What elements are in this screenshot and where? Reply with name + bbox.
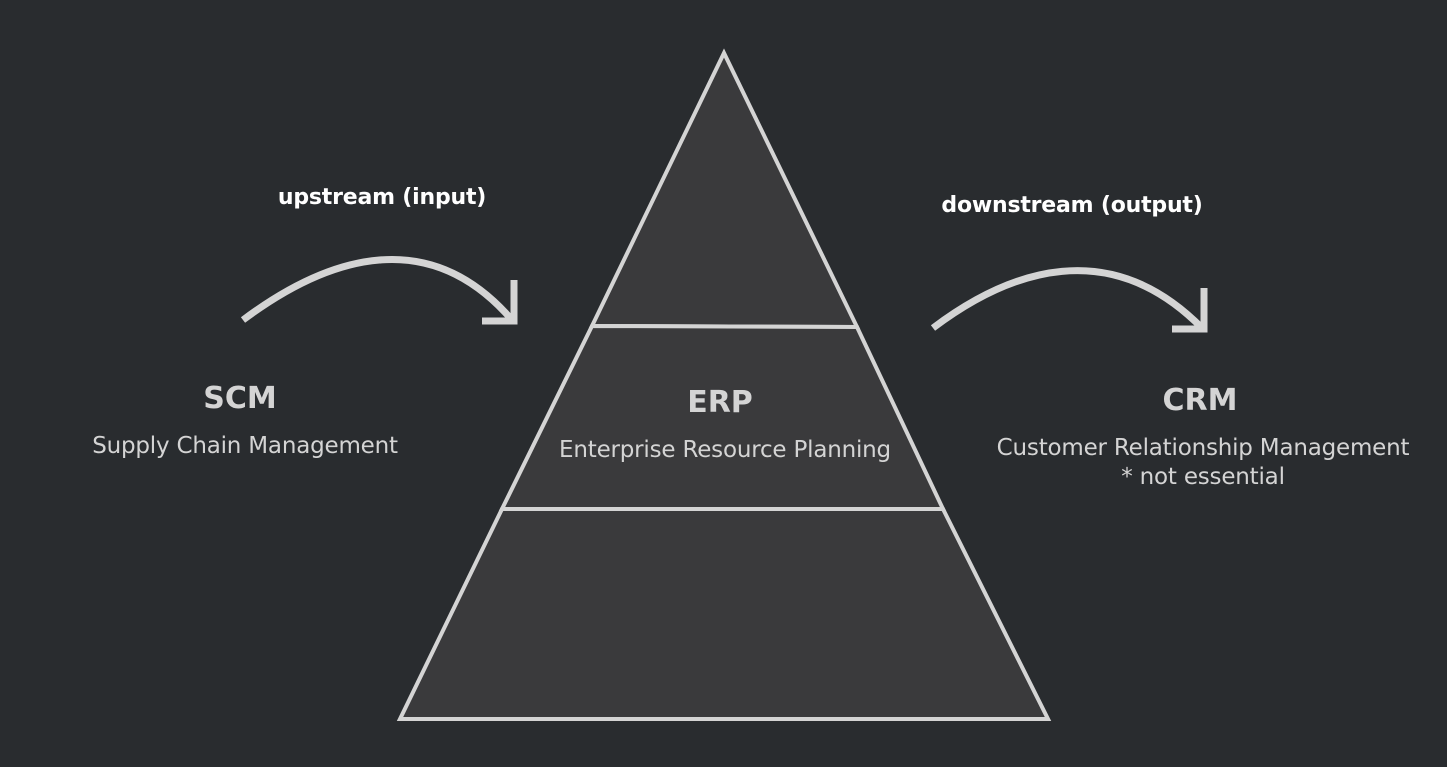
upstream-label: upstream (input) [277, 185, 487, 210]
erp-full-name: Enterprise Resource Planning [559, 437, 891, 463]
downstream-arrow [930, 267, 1208, 333]
scm-abbreviation: SCM [203, 381, 277, 416]
erp-abbreviation: ERP [687, 385, 753, 420]
crm-full-name: Customer Relationship Management [996, 435, 1410, 461]
pyramid-bottom-tier [396, 507, 1052, 721]
downstream-label: downstream (output) [941, 193, 1203, 218]
scm-full-name: Supply Chain Management [92, 433, 398, 459]
pyramid-top-tier [588, 48, 861, 330]
upstream-arrow [240, 256, 518, 325]
crm-note: * not essential [1121, 464, 1285, 490]
crm-abbreviation: CRM [1162, 383, 1238, 418]
